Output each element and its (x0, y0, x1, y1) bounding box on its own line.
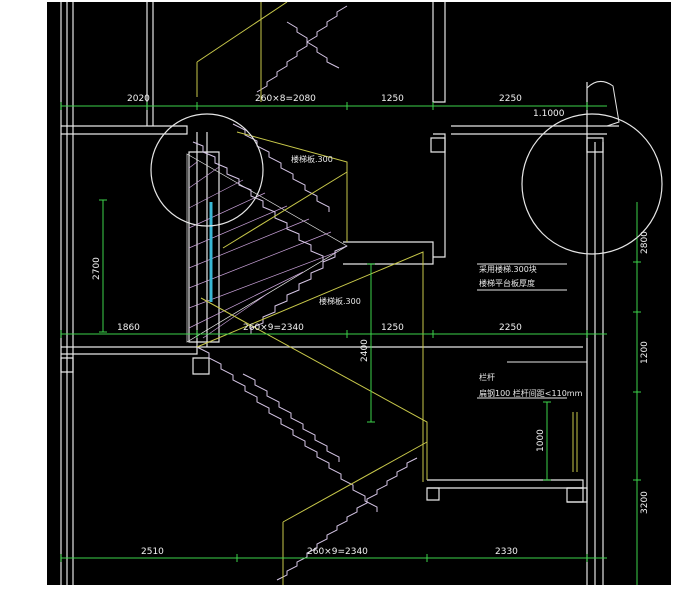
dim-top-1: 2020 (127, 94, 150, 104)
step-label-lower: 楼梯板.300 (319, 296, 361, 306)
dim-bottom-1: 2510 (141, 547, 164, 557)
dim-left-1: 2700 (92, 257, 102, 280)
dim-top-2: 260×8=2080 (255, 94, 316, 104)
dimension-text: 2020 260×8=2080 1250 2250 1.1000 1860 26… (92, 94, 650, 557)
note-line-1: 采用楼梯.300块 (479, 264, 537, 274)
dim-top-4: 2250 (499, 94, 522, 104)
handrail-guides (196, 2, 428, 585)
step-label-upper: 楼梯板.300 (291, 154, 333, 164)
dim-mid-3: 1250 (381, 323, 404, 333)
rail-spec: 扁钢100 栏杆间距<110mm (479, 388, 583, 398)
stair-flights (192, 5, 418, 581)
dim-mid-vertical: 2400 (360, 339, 370, 362)
staircase-floor-plan: 2020 260×8=2080 1250 2250 1.1000 1860 26… (60, 2, 663, 585)
dimension-lines (60, 102, 641, 585)
dim-right-2: 1200 (640, 341, 650, 364)
detail-circles (150, 113, 663, 255)
dim-right-1: 2800 (640, 231, 650, 254)
rail-title: 栏杆 (479, 372, 495, 382)
dim-bottom-2: 260×9=2340 (307, 547, 368, 557)
dim-mid-1: 1860 (117, 323, 140, 333)
dim-lower-right: 1000 (536, 429, 546, 452)
rail-detail (477, 81, 620, 472)
dim-mid-4: 2250 (499, 323, 522, 333)
note-line-2: 楼梯平台板厚度 (479, 278, 535, 288)
cad-canvas: 2020 260×8=2080 1250 2250 1.1000 1860 26… (47, 2, 671, 585)
dim-top-5: 1.1000 (533, 109, 565, 119)
dim-right-3: 3200 (640, 491, 650, 514)
dim-top-3: 1250 (381, 94, 404, 104)
hatched-landing (186, 153, 348, 343)
dim-bottom-3: 2330 (495, 547, 518, 557)
walls (60, 2, 619, 585)
dim-mid-2: 260×9=2340 (243, 323, 304, 333)
annotations: 楼梯板.300 楼梯板.300 采用楼梯.300块 楼梯平台板厚度 栏杆 扁钢1… (291, 154, 583, 398)
